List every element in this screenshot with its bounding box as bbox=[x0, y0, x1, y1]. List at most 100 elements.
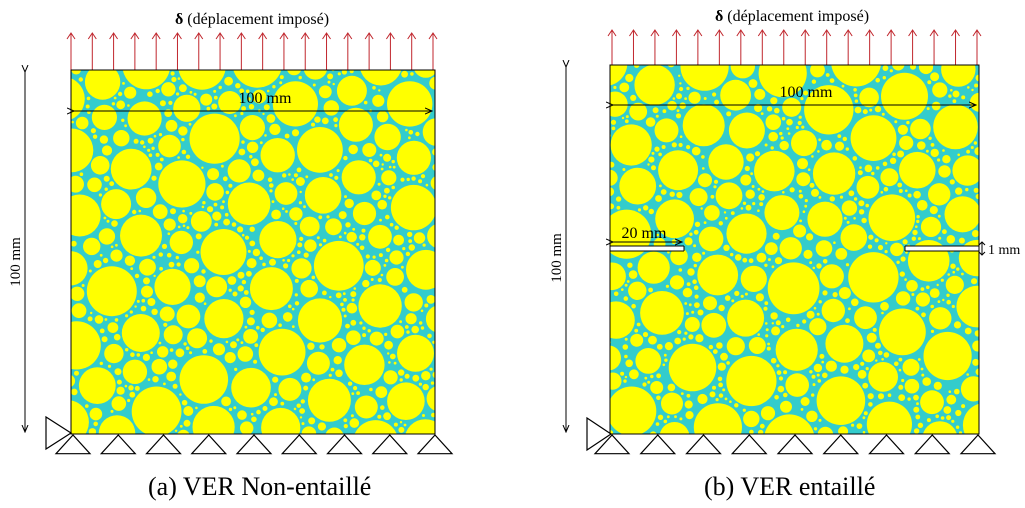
aggregate-particle bbox=[293, 173, 298, 178]
aggregate-particle bbox=[816, 263, 822, 269]
aggregate-particle bbox=[853, 364, 860, 371]
aggregate-particle bbox=[336, 169, 340, 173]
aggregate-particle bbox=[212, 343, 226, 356]
aggregate-particle bbox=[817, 150, 820, 153]
aggregate-particle bbox=[158, 134, 181, 158]
aggregate-particle bbox=[328, 373, 332, 377]
aggregate-particle bbox=[359, 234, 366, 241]
aggregate-particle bbox=[907, 397, 911, 401]
aggregate-particle bbox=[872, 327, 877, 332]
aggregate-particle bbox=[279, 81, 283, 85]
aggregate-particle bbox=[252, 169, 265, 182]
aggregate-particle bbox=[262, 262, 266, 267]
aggregate-particle bbox=[816, 373, 820, 377]
aggregate-particle bbox=[204, 299, 244, 339]
notch-width-label: 1 mm bbox=[988, 243, 1020, 258]
aggregate-particle bbox=[803, 249, 813, 259]
aggregate-particle bbox=[811, 393, 815, 397]
aggregate-particle bbox=[777, 385, 785, 393]
aggregate-particle bbox=[154, 162, 163, 171]
aggregate-particle bbox=[857, 170, 863, 176]
aggregate-particle bbox=[187, 328, 208, 349]
aggregate-particle bbox=[748, 337, 766, 354]
aggregate-particle bbox=[697, 254, 739, 296]
aggregate-particle bbox=[81, 284, 85, 287]
aggregate-particle bbox=[899, 151, 936, 189]
load-arrowhead bbox=[87, 32, 97, 40]
load-arrowhead bbox=[757, 29, 767, 37]
aggregate-particle bbox=[881, 72, 928, 120]
aggregate-particle bbox=[842, 136, 847, 142]
aggregate-particle bbox=[71, 240, 77, 247]
aggregate-particle bbox=[384, 187, 390, 194]
aggregate-particle bbox=[153, 134, 157, 138]
aggregate-particle bbox=[715, 182, 743, 210]
aggregate-particle bbox=[181, 137, 185, 142]
aggregate-particle bbox=[713, 185, 717, 189]
aggregate-particle bbox=[350, 291, 357, 298]
aggregate-particle bbox=[291, 129, 300, 137]
aggregate-particle bbox=[298, 75, 302, 80]
aggregate-particle bbox=[892, 152, 896, 157]
aggregate-particle bbox=[134, 305, 137, 308]
aggregate-particle bbox=[865, 203, 869, 208]
aggregate-particle bbox=[342, 292, 346, 296]
aggregate-particle bbox=[90, 156, 110, 175]
aggregate-particle bbox=[717, 376, 723, 382]
aggregate-particle bbox=[915, 306, 920, 311]
aggregate-particle bbox=[71, 120, 74, 124]
aggregate-particle bbox=[610, 134, 612, 138]
aggregate-particle bbox=[680, 65, 729, 91]
aggregate-particle bbox=[952, 90, 960, 98]
aggregate-particle bbox=[875, 342, 881, 349]
aggregate-particle bbox=[113, 130, 130, 147]
aggregate-particle bbox=[682, 287, 693, 298]
aggregate-particle bbox=[851, 423, 855, 427]
aggregate-particle bbox=[692, 252, 702, 262]
aggregate-particle bbox=[159, 100, 166, 107]
aggregate-particle bbox=[168, 100, 173, 105]
aggregate-particle bbox=[411, 325, 420, 334]
aggregate-particle bbox=[740, 265, 767, 292]
aggregate-particle bbox=[780, 400, 792, 413]
aggregate-particle bbox=[338, 211, 347, 220]
aggregate-particle bbox=[413, 232, 426, 244]
aggregate-particle bbox=[233, 70, 282, 88]
aggregate-particle bbox=[667, 250, 670, 254]
aggregate-particle bbox=[228, 288, 232, 292]
aggregate-particle bbox=[972, 340, 979, 352]
aggregate-particle bbox=[648, 287, 653, 293]
aggregate-particle bbox=[669, 191, 675, 197]
aggregate-particle bbox=[151, 175, 157, 181]
aggregate-particle bbox=[967, 86, 970, 89]
aggregate-particle bbox=[186, 226, 190, 230]
aggregate-particle bbox=[610, 345, 621, 371]
aggregate-particle bbox=[877, 244, 884, 251]
aggregate-particle bbox=[960, 376, 979, 402]
aggregate-particle bbox=[895, 291, 911, 306]
aggregate-particle bbox=[867, 393, 874, 400]
aggregate-particle bbox=[781, 325, 785, 329]
aggregate-particle bbox=[938, 236, 942, 240]
aggregate-particle bbox=[818, 138, 822, 142]
aggregate-particle bbox=[920, 287, 925, 291]
aggregate-particle bbox=[726, 361, 730, 365]
roller-support bbox=[326, 434, 363, 455]
roller-support bbox=[730, 434, 768, 455]
aggregate-particle bbox=[297, 242, 303, 248]
aggregate-particle bbox=[809, 370, 813, 374]
roller-support bbox=[145, 434, 182, 455]
aggregate-particle bbox=[269, 397, 278, 407]
aggregate-particle bbox=[307, 342, 315, 350]
aggregate-particle bbox=[344, 344, 385, 385]
aggregate-particle bbox=[861, 217, 867, 224]
aggregate-particle bbox=[383, 264, 387, 267]
aggregate-particle bbox=[703, 97, 707, 100]
load-label: δ (déplacement imposé) bbox=[715, 8, 869, 25]
aggregate-particle bbox=[114, 318, 119, 322]
aggregate-particle bbox=[727, 299, 765, 337]
aggregate-particle bbox=[90, 311, 93, 315]
aggregate-particle bbox=[713, 179, 719, 184]
aggregate-particle bbox=[882, 65, 889, 71]
width-label: 100 mm bbox=[780, 84, 833, 101]
